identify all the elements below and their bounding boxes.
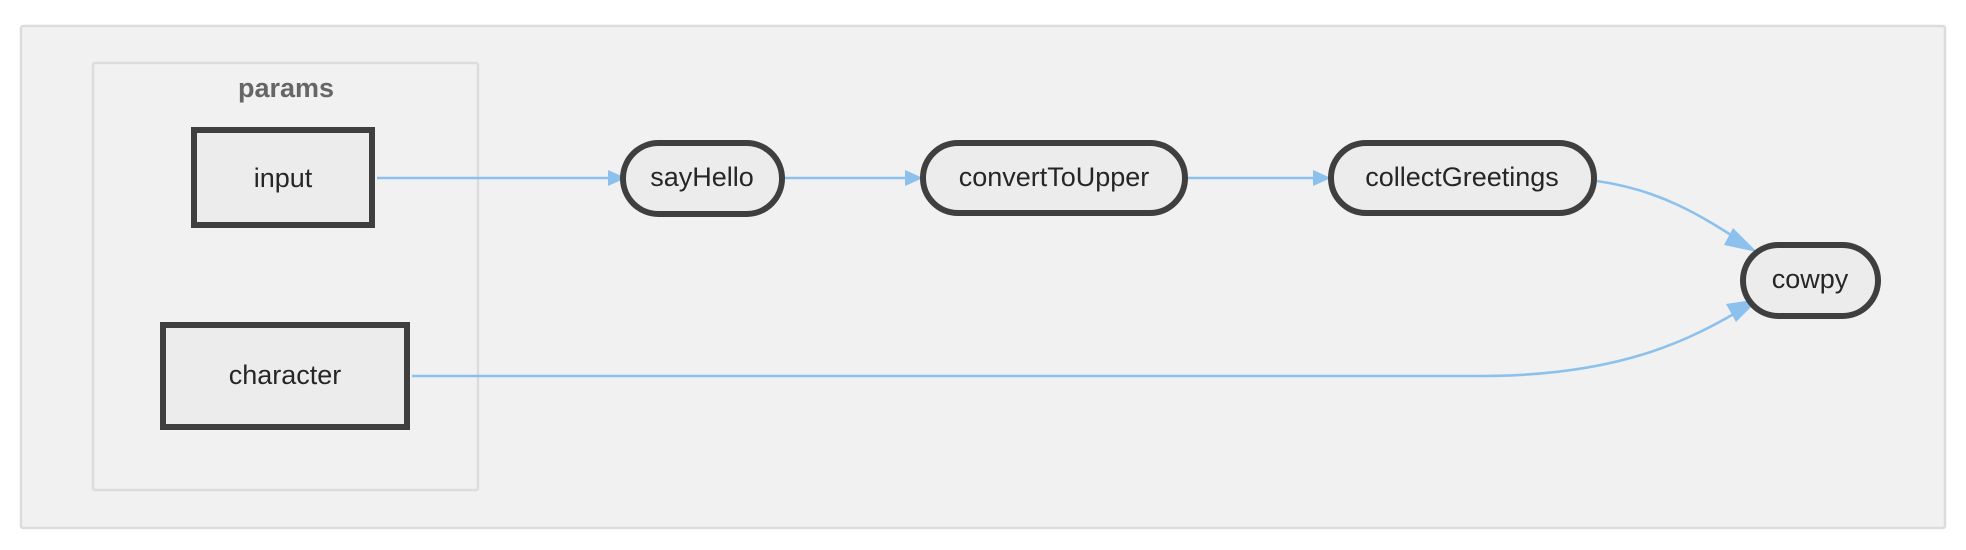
node-sayhello-label: sayHello [650,162,754,192]
node-sayhello[interactable]: sayHello [620,140,785,217]
node-converttoupper[interactable]: convertToUpper [920,140,1188,216]
node-input-label: input [254,163,313,193]
node-character[interactable]: character [160,322,410,430]
params-cluster-label: params [238,73,334,103]
node-collectgreetings-label: collectGreetings [1365,162,1559,192]
edge-sayhello-to-converttoupper [784,170,923,186]
edge-input-to-sayhello [377,170,626,186]
node-character-label: character [229,360,342,390]
edge-collectgreetings-to-cowpy [1596,179,1757,252]
edge-converttoupper-to-collectgreetings [1187,170,1331,186]
node-cowpy[interactable]: cowpy [1740,242,1881,319]
node-input[interactable]: input [191,127,375,228]
node-converttoupper-label: convertToUpper [959,162,1150,192]
node-collectgreetings[interactable]: collectGreetings [1328,140,1597,216]
node-cowpy-label: cowpy [1772,264,1849,294]
